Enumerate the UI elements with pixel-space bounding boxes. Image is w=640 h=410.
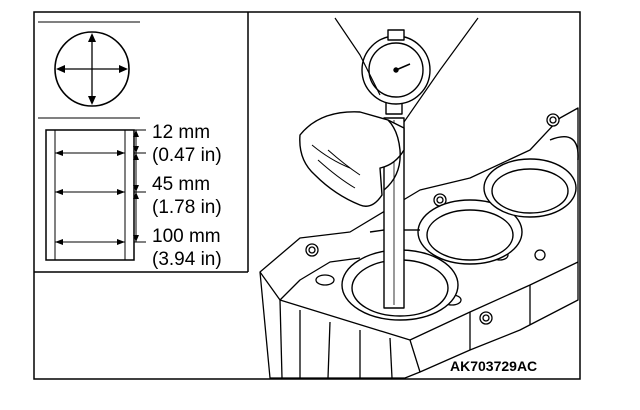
inset-panel [34,12,249,273]
measurement-2-metric: 45 mm [152,174,210,195]
measurement-3-metric: 100 mm [152,226,221,247]
bore-cross-section-icon [54,31,130,107]
figure-frame [33,11,581,380]
figure-code: AK703729AC [450,358,537,374]
measurement-1-imperial: (0.47 in) [152,145,222,166]
measurement-2-imperial: (1.78 in) [152,197,222,218]
bore-side-view [45,129,146,261]
measurement-1-metric: 12 mm [152,122,210,143]
measurement-3-imperial: (3.94 in) [152,249,222,270]
cylinder-bores [341,136,579,321]
cylinder-bore-gauge-icon [299,17,479,309]
